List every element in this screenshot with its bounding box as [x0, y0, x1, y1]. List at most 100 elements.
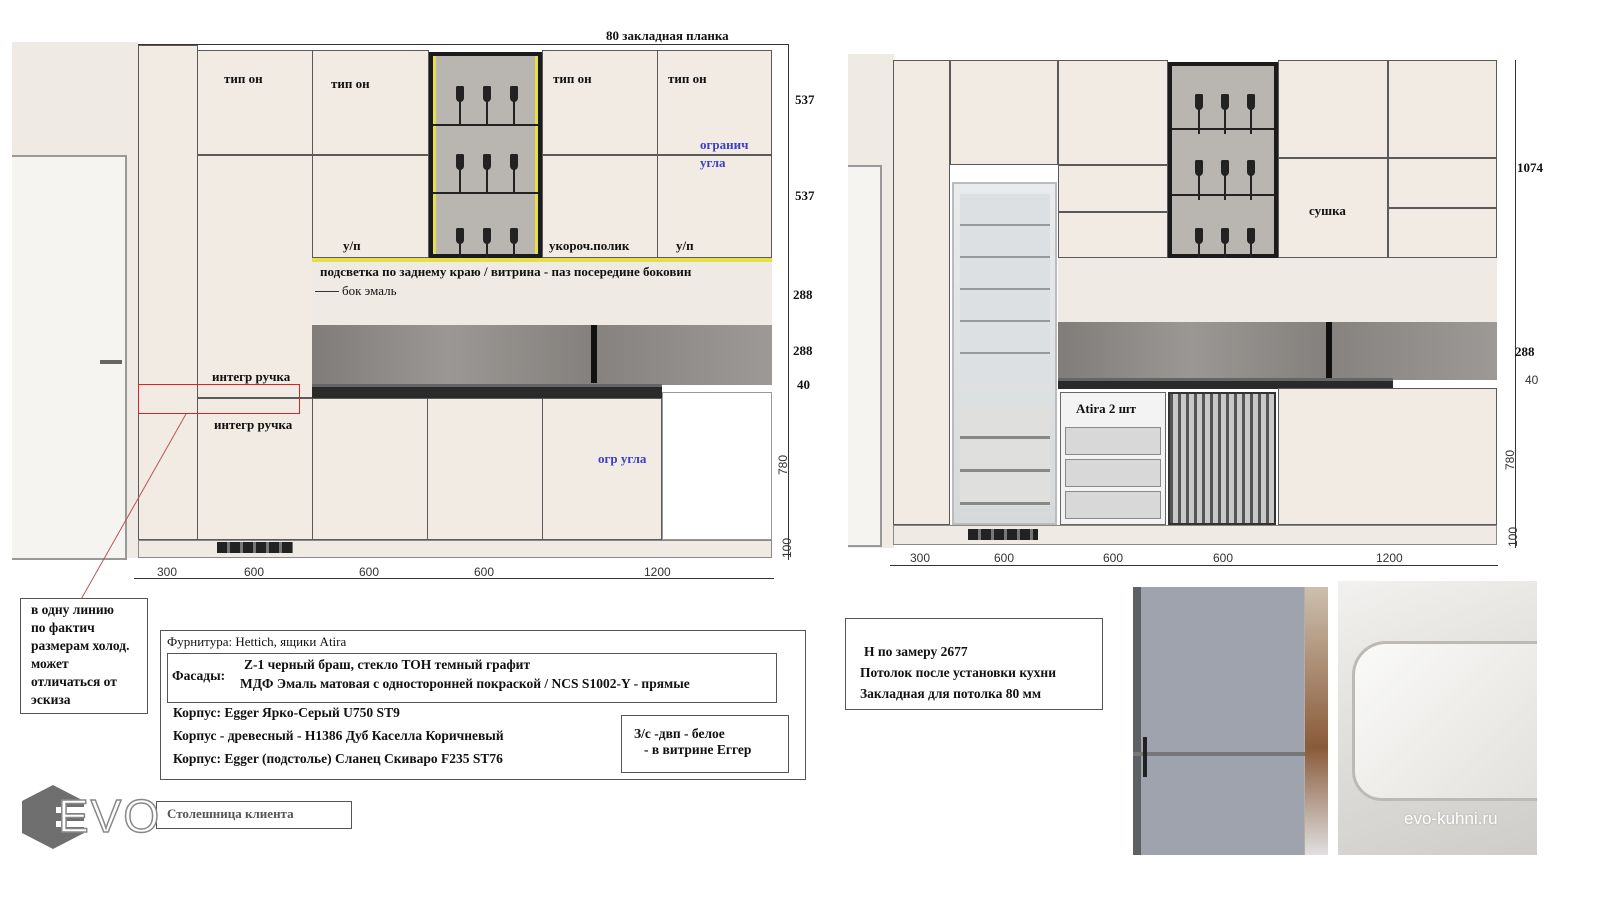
base-cabinet	[312, 398, 428, 540]
upper-cabinet	[1388, 158, 1497, 208]
width-dim: 300	[910, 551, 931, 565]
side-note: бок эмаль	[342, 283, 397, 298]
plinth	[138, 540, 772, 558]
upper-cabinet	[1058, 212, 1168, 258]
handle-label: интегр ручка	[212, 369, 291, 384]
wine-glass-icon	[509, 228, 519, 256]
corner-limit-note: огранич угла	[700, 137, 749, 170]
upper-cabinet: тип он	[197, 50, 313, 155]
facades-line: Z-1 черный браш, стекло ТОН темный графи…	[244, 657, 531, 672]
wine-glass-icon	[482, 86, 492, 114]
height-dim: 537	[795, 92, 815, 107]
body-line: Корпус: Egger (подстолье) Сланец Скиваро…	[173, 751, 503, 766]
dimension-line	[890, 565, 1498, 566]
door	[12, 155, 127, 560]
height-dim: 1074	[1517, 160, 1543, 175]
height-dim: 780	[1503, 449, 1518, 471]
width-dim: 300	[157, 565, 178, 579]
side-note-leader	[315, 291, 339, 292]
backsplash-upper	[312, 262, 772, 325]
dryer-cabinet: сушка	[1278, 158, 1388, 258]
note-line: по фактич	[31, 620, 95, 635]
height-dim: 288	[793, 287, 813, 302]
width-dim: 600	[244, 565, 265, 579]
right-elevation: сушка Atira 2 шт 1074 288 40 780 100 300…	[848, 54, 1543, 566]
wine-glass-icon	[1194, 94, 1204, 122]
width-dim: 600	[1103, 551, 1124, 565]
evo-logo: EVO	[18, 783, 160, 851]
left-elevation: тип он тип он у/п тип он укороч.полик ти…	[0, 0, 830, 611]
note-line: Н по замеру 2677	[864, 644, 968, 659]
backsplash-upper	[1058, 258, 1497, 322]
countertop-note: Столешница клиента	[156, 801, 352, 829]
door	[848, 165, 882, 547]
width-dim: 600	[994, 551, 1015, 565]
height-dim: 100	[1506, 526, 1521, 548]
door-handle	[100, 360, 122, 364]
faucet	[1326, 322, 1332, 378]
body-line: Корпус: Egger Ярко-Серый U750 ST9	[173, 705, 400, 720]
facades-line: МДФ Эмаль матовая с односторонней покрас…	[240, 676, 690, 691]
upper-cabinet: у/п	[657, 155, 772, 258]
upper-cabinet	[1278, 60, 1388, 158]
tall-cabinet-300	[138, 45, 198, 540]
cabinet-label: тип он	[224, 71, 263, 86]
height-dim: 537	[795, 188, 815, 203]
upper-cabinet: тип он	[657, 50, 772, 155]
countertop	[312, 384, 662, 398]
dimension-line	[134, 578, 774, 579]
width-dim: 600	[474, 565, 495, 579]
wine-glass-icon	[1246, 228, 1256, 256]
corner-limit-note: огр угла	[598, 451, 647, 466]
backsplash-panel	[312, 325, 772, 385]
note-line: Закладная для потолка 80 мм	[860, 686, 1042, 701]
cabinet-label: тип он	[668, 71, 707, 86]
wine-glass-icon	[1220, 160, 1230, 188]
handle-highlight	[138, 384, 300, 414]
wine-glass-icon	[1194, 228, 1204, 256]
tall-cabinet-lower	[197, 398, 313, 540]
note-line: отличаться от	[31, 674, 117, 689]
tall-cabinet-300	[893, 60, 950, 525]
facades-label: Фасады:	[172, 668, 226, 683]
wine-glass-icon	[1220, 94, 1230, 122]
corner-empty-space	[662, 392, 772, 540]
note-line: эскиза	[31, 692, 71, 707]
wine-glass-icon	[455, 154, 465, 182]
cabinet-label: у/п	[343, 238, 361, 253]
materials-spec: Фурнитура: Hettich, ящики Atira Фасады: …	[160, 630, 806, 780]
backsplash-panel	[1058, 322, 1497, 380]
dimension-line	[138, 44, 788, 45]
note-line: Потолок после установки кухни	[860, 665, 1056, 680]
note-line: размерам холод.	[31, 638, 130, 653]
height-dim: 288	[1515, 344, 1535, 359]
watermark: evo-kuhni.ru	[1404, 809, 1498, 828]
hexagon-icon	[22, 785, 84, 849]
hardware-line: Фурнитура: Hettich, ящики Atira	[167, 634, 347, 649]
cabinet-label: тип он	[331, 76, 370, 91]
body-line: Корпус - древесный - H1386 Дуб Каселла К…	[173, 728, 504, 743]
facades-box: Фасады: Z-1 черный браш, стекло ТОН темн…	[167, 653, 777, 703]
ceiling-note: Н по замеру 2677 Потолок после установки…	[845, 618, 1103, 710]
tall-cabinet-600	[197, 155, 313, 398]
faucet	[591, 325, 597, 383]
logo-text: EVO	[57, 789, 162, 843]
height-dim: 40	[797, 377, 810, 392]
wine-glass-icon	[482, 154, 492, 182]
dimension-line	[788, 44, 789, 560]
wine-glass-icon	[1246, 94, 1256, 122]
upper-cabinet: тип он	[542, 50, 658, 155]
wine-glass-icon	[455, 86, 465, 114]
dimension-line	[1515, 60, 1516, 548]
vent-grille	[217, 542, 293, 553]
wine-glass-icon	[509, 154, 519, 182]
back-panel-note: З/с -двп - белое - в витрине Еггер	[621, 715, 789, 773]
note-line: Столешница клиента	[167, 806, 294, 821]
wine-glass-icon	[482, 228, 492, 256]
drawers-label: Atira 2 шт	[1076, 401, 1136, 416]
upper-cabinet	[1058, 165, 1168, 212]
wine-glass-icon	[1194, 160, 1204, 188]
upper-cabinet: укороч.полик	[542, 155, 658, 258]
upper-cabinet	[1388, 60, 1497, 158]
height-dim: 40	[1525, 373, 1539, 387]
